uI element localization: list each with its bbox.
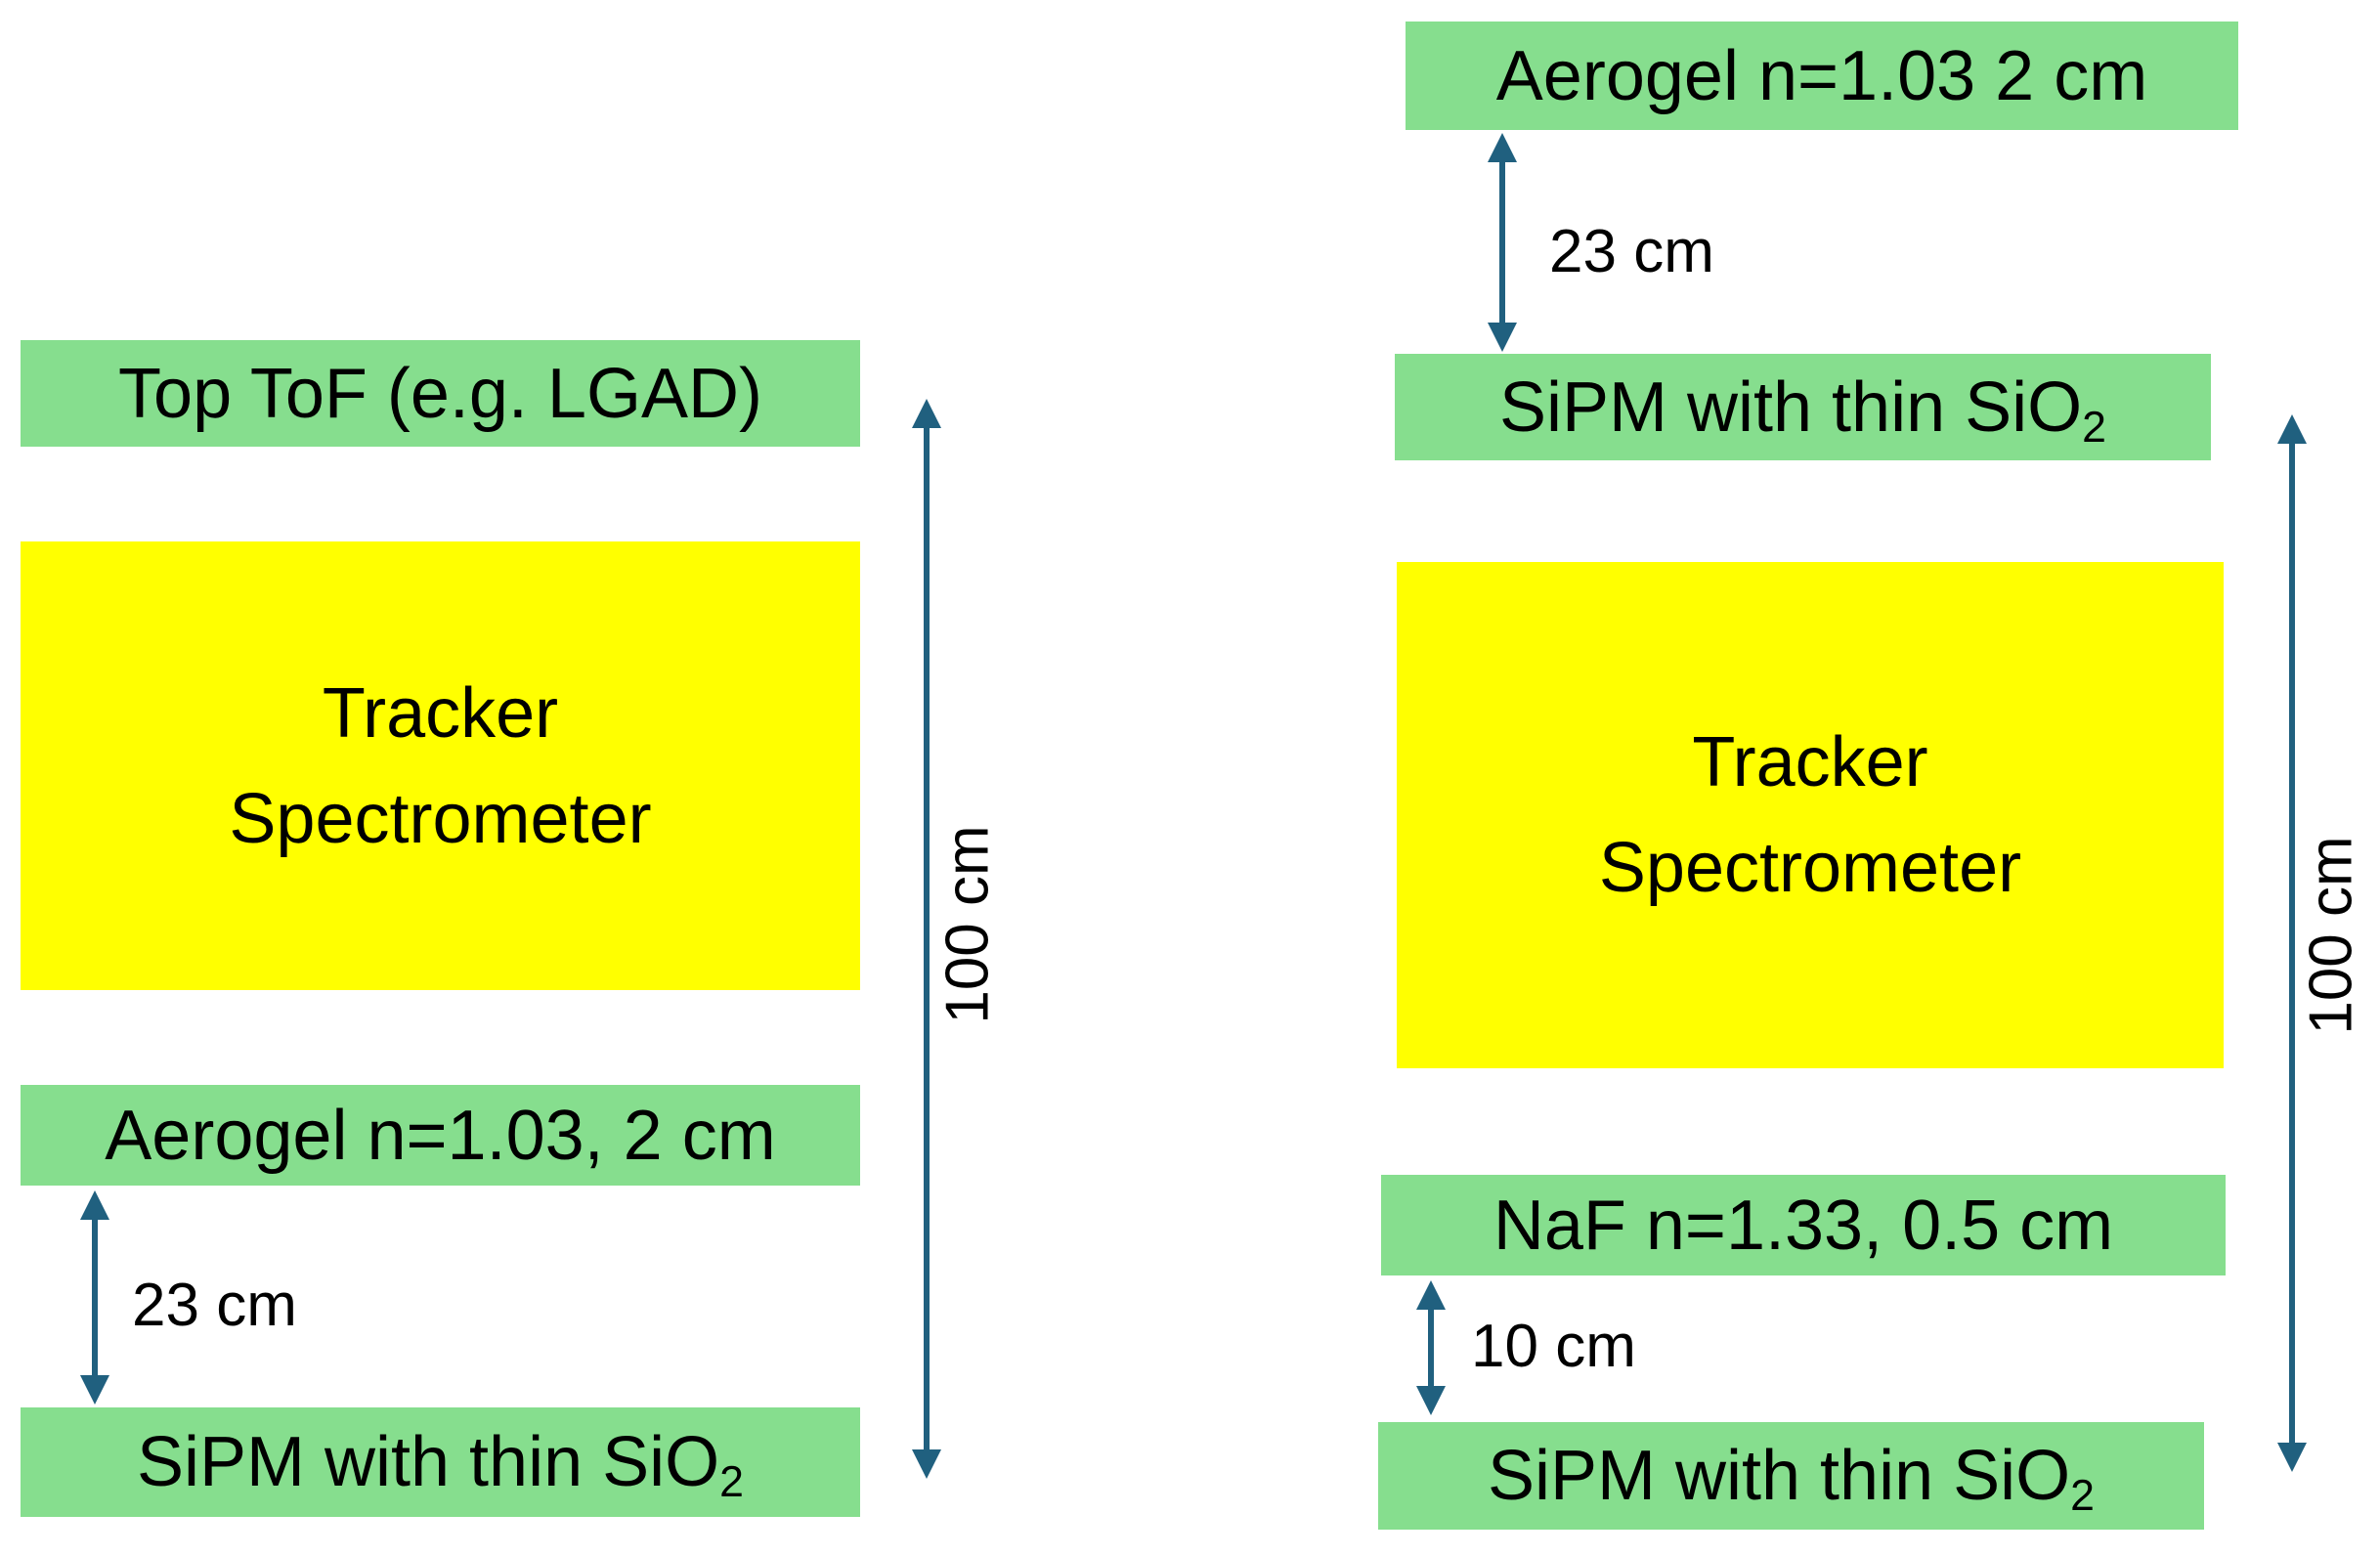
arrow-down-icon bbox=[80, 1375, 109, 1405]
left-gap-23cm-label: 23 cm bbox=[132, 1272, 297, 1339]
left-top-tof-label: Top ToF (e.g. LGAD) bbox=[118, 354, 762, 433]
arrow-down-icon bbox=[912, 1449, 941, 1479]
right-gap-10cm-label: 10 cm bbox=[1471, 1313, 1636, 1380]
left-tracker-spectrometer-box: Tracker Spectrometer bbox=[21, 541, 860, 990]
arrow-down-icon bbox=[1488, 323, 1517, 352]
right-tracker-label-line1: Tracker bbox=[1692, 723, 1928, 801]
left-sipm-label: SiPM with thin SiO2 bbox=[136, 1423, 744, 1507]
right-aerogel-bar: Aerogel n=1.03 2 cm bbox=[1406, 22, 2238, 130]
right-23cm-dimension-arrow bbox=[1487, 133, 1518, 352]
right-100cm-dimension-arrow bbox=[2276, 414, 2308, 1472]
right-gap-23cm-label: 23 cm bbox=[1549, 218, 1714, 285]
left-tracker-label-line1: Tracker bbox=[322, 673, 559, 753]
left-sipm-bar: SiPM with thin SiO2 bbox=[21, 1407, 860, 1517]
right-sipm-top-label: SiPM with thin SiO2 bbox=[1498, 367, 2106, 452]
sio2-subscript: 2 bbox=[2082, 403, 2106, 452]
left-100cm-dimension-arrow bbox=[911, 399, 942, 1479]
right-sipm-bottom-label: SiPM with thin SiO2 bbox=[1487, 1437, 2095, 1521]
right-aerogel-label: Aerogel n=1.03 2 cm bbox=[1495, 36, 2148, 115]
arrow-down-icon bbox=[1416, 1386, 1446, 1415]
left-top-tof-bar: Top ToF (e.g. LGAD) bbox=[21, 340, 860, 447]
right-naf-label: NaF n=1.33, 0.5 cm bbox=[1493, 1186, 2114, 1265]
right-tracker-label-line2: Spectrometer bbox=[1598, 829, 2022, 907]
arrow-down-icon bbox=[2277, 1443, 2307, 1472]
left-23cm-dimension-arrow bbox=[79, 1190, 110, 1405]
right-height-100cm-label: 100 cm bbox=[2297, 836, 2365, 1035]
sio2-subscript: 2 bbox=[2070, 1472, 2095, 1521]
right-tracker-spectrometer-box: Tracker Spectrometer bbox=[1397, 562, 2224, 1068]
right-sipm-top-bar: SiPM with thin SiO2 bbox=[1395, 354, 2211, 460]
sio2-subscript: 2 bbox=[719, 1458, 744, 1507]
left-aerogel-bar: Aerogel n=1.03, 2 cm bbox=[21, 1085, 860, 1186]
right-sipm-bottom-bar: SiPM with thin SiO2 bbox=[1378, 1422, 2204, 1530]
right-naf-bar: NaF n=1.33, 0.5 cm bbox=[1381, 1175, 2226, 1275]
right-10cm-dimension-arrow bbox=[1415, 1280, 1447, 1415]
left-height-100cm-label: 100 cm bbox=[933, 825, 1002, 1024]
left-aerogel-label: Aerogel n=1.03, 2 cm bbox=[105, 1096, 776, 1175]
left-tracker-label-line2: Spectrometer bbox=[229, 779, 652, 858]
